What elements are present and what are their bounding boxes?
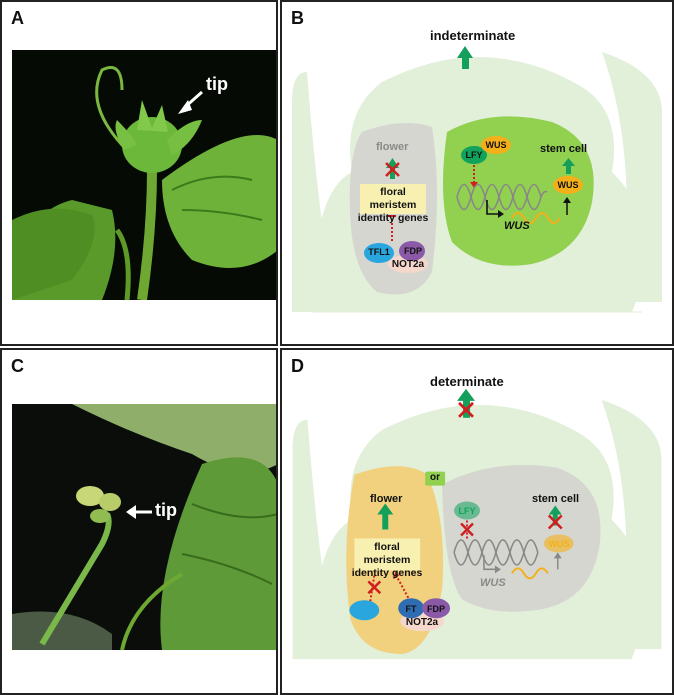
tfl1-oval xyxy=(364,243,394,263)
flower-arrow xyxy=(377,503,394,530)
tip-label: tip xyxy=(206,74,228,94)
fdp-label: FDP xyxy=(427,604,445,614)
leaf-primordium-left xyxy=(292,72,362,312)
wus-mrna xyxy=(511,212,561,224)
floral-genes-label: floral meristem identity genes xyxy=(356,186,430,225)
tfl1-label-faded: TFL1 xyxy=(353,605,375,615)
lfy-oval xyxy=(461,146,487,164)
determinate-label: determinate xyxy=(430,374,504,389)
indeterminate-arrow xyxy=(457,46,473,69)
floral-genes-label: floral meristem identity genes xyxy=(350,541,424,580)
stem-cell-label: stem cell xyxy=(540,143,588,155)
wus-oval-right xyxy=(553,176,583,194)
leaf-primordium-left xyxy=(292,419,363,660)
indeterminate-diagram: indeterminate flower floral meristem ide… xyxy=(282,2,672,344)
stem-cell-arrow-blocked xyxy=(547,505,563,530)
panel-d: D xyxy=(280,348,674,695)
not2a-label: NOT2a xyxy=(405,617,439,628)
panel-b: B xyxy=(280,0,674,346)
fdp-oval xyxy=(399,241,425,261)
panel-label: A xyxy=(11,8,24,28)
or-label: or xyxy=(430,472,440,483)
wus-gene-label: WUS xyxy=(504,220,530,232)
ft-oval xyxy=(398,598,425,619)
tfl1-oval-faded xyxy=(349,600,380,621)
wus-mrna xyxy=(511,567,549,580)
dna-helix xyxy=(456,183,548,211)
stem-cell-zone-off xyxy=(442,464,601,612)
panel-label: B xyxy=(291,8,304,28)
indeterminate-label: indeterminate xyxy=(430,28,516,43)
determinate-diagram: determinate or flower floral meristem id… xyxy=(282,350,672,692)
lfy-label: LFY xyxy=(465,150,483,160)
flower-arrow-blocked xyxy=(385,158,400,179)
ft-label: FT xyxy=(405,604,417,614)
wus-oval-top xyxy=(481,136,511,154)
wus-gene-label: WUS xyxy=(480,577,506,589)
leaf-primordium-right xyxy=(601,399,662,650)
tfl1-label: TFL1 xyxy=(368,247,390,257)
tip-annotation xyxy=(178,90,203,114)
leaf-primordium-right xyxy=(602,52,662,302)
wus-top-label: WUS xyxy=(485,140,507,150)
flower-label: flower xyxy=(370,493,403,505)
not2a-label: NOT2a xyxy=(391,259,425,270)
floral-genes-line1: floral meristem xyxy=(363,541,411,566)
cucumber-photo-determinate: tip xyxy=(12,404,276,650)
panel-label: C xyxy=(11,356,24,376)
fdp-oval xyxy=(422,598,451,619)
lfy-label-faded: LFY xyxy=(458,506,476,516)
panel-label: D xyxy=(291,356,304,376)
determinate-arrow-blocked xyxy=(457,388,476,418)
floral-genes-line2: identity genes xyxy=(351,567,423,579)
or-box xyxy=(425,471,446,486)
floral-genes-box xyxy=(360,184,426,214)
floral-genes-line2: identity genes xyxy=(357,212,429,224)
flower-label: flower xyxy=(376,141,409,153)
stem-cell-arrow xyxy=(562,158,575,174)
ft-activation xyxy=(396,576,412,602)
floral-genes-box xyxy=(354,538,421,571)
tip-label: tip xyxy=(155,500,177,520)
floral-genes-line1: floral meristem xyxy=(369,186,417,211)
panel-c: C tip xyxy=(0,348,278,695)
tip-annotation xyxy=(126,505,152,519)
wus-protein-label-faded: WUS xyxy=(548,539,570,549)
wus-protein-label: WUS xyxy=(557,180,579,190)
fdp-label: FDP xyxy=(404,246,422,256)
wus-oval-faded xyxy=(543,534,574,553)
stem-cell-label: stem cell xyxy=(532,493,580,505)
panel-a: A tip xyxy=(0,0,278,346)
lfy-oval-faded xyxy=(454,501,480,520)
cucumber-photo-indeterminate: tip xyxy=(12,50,276,300)
